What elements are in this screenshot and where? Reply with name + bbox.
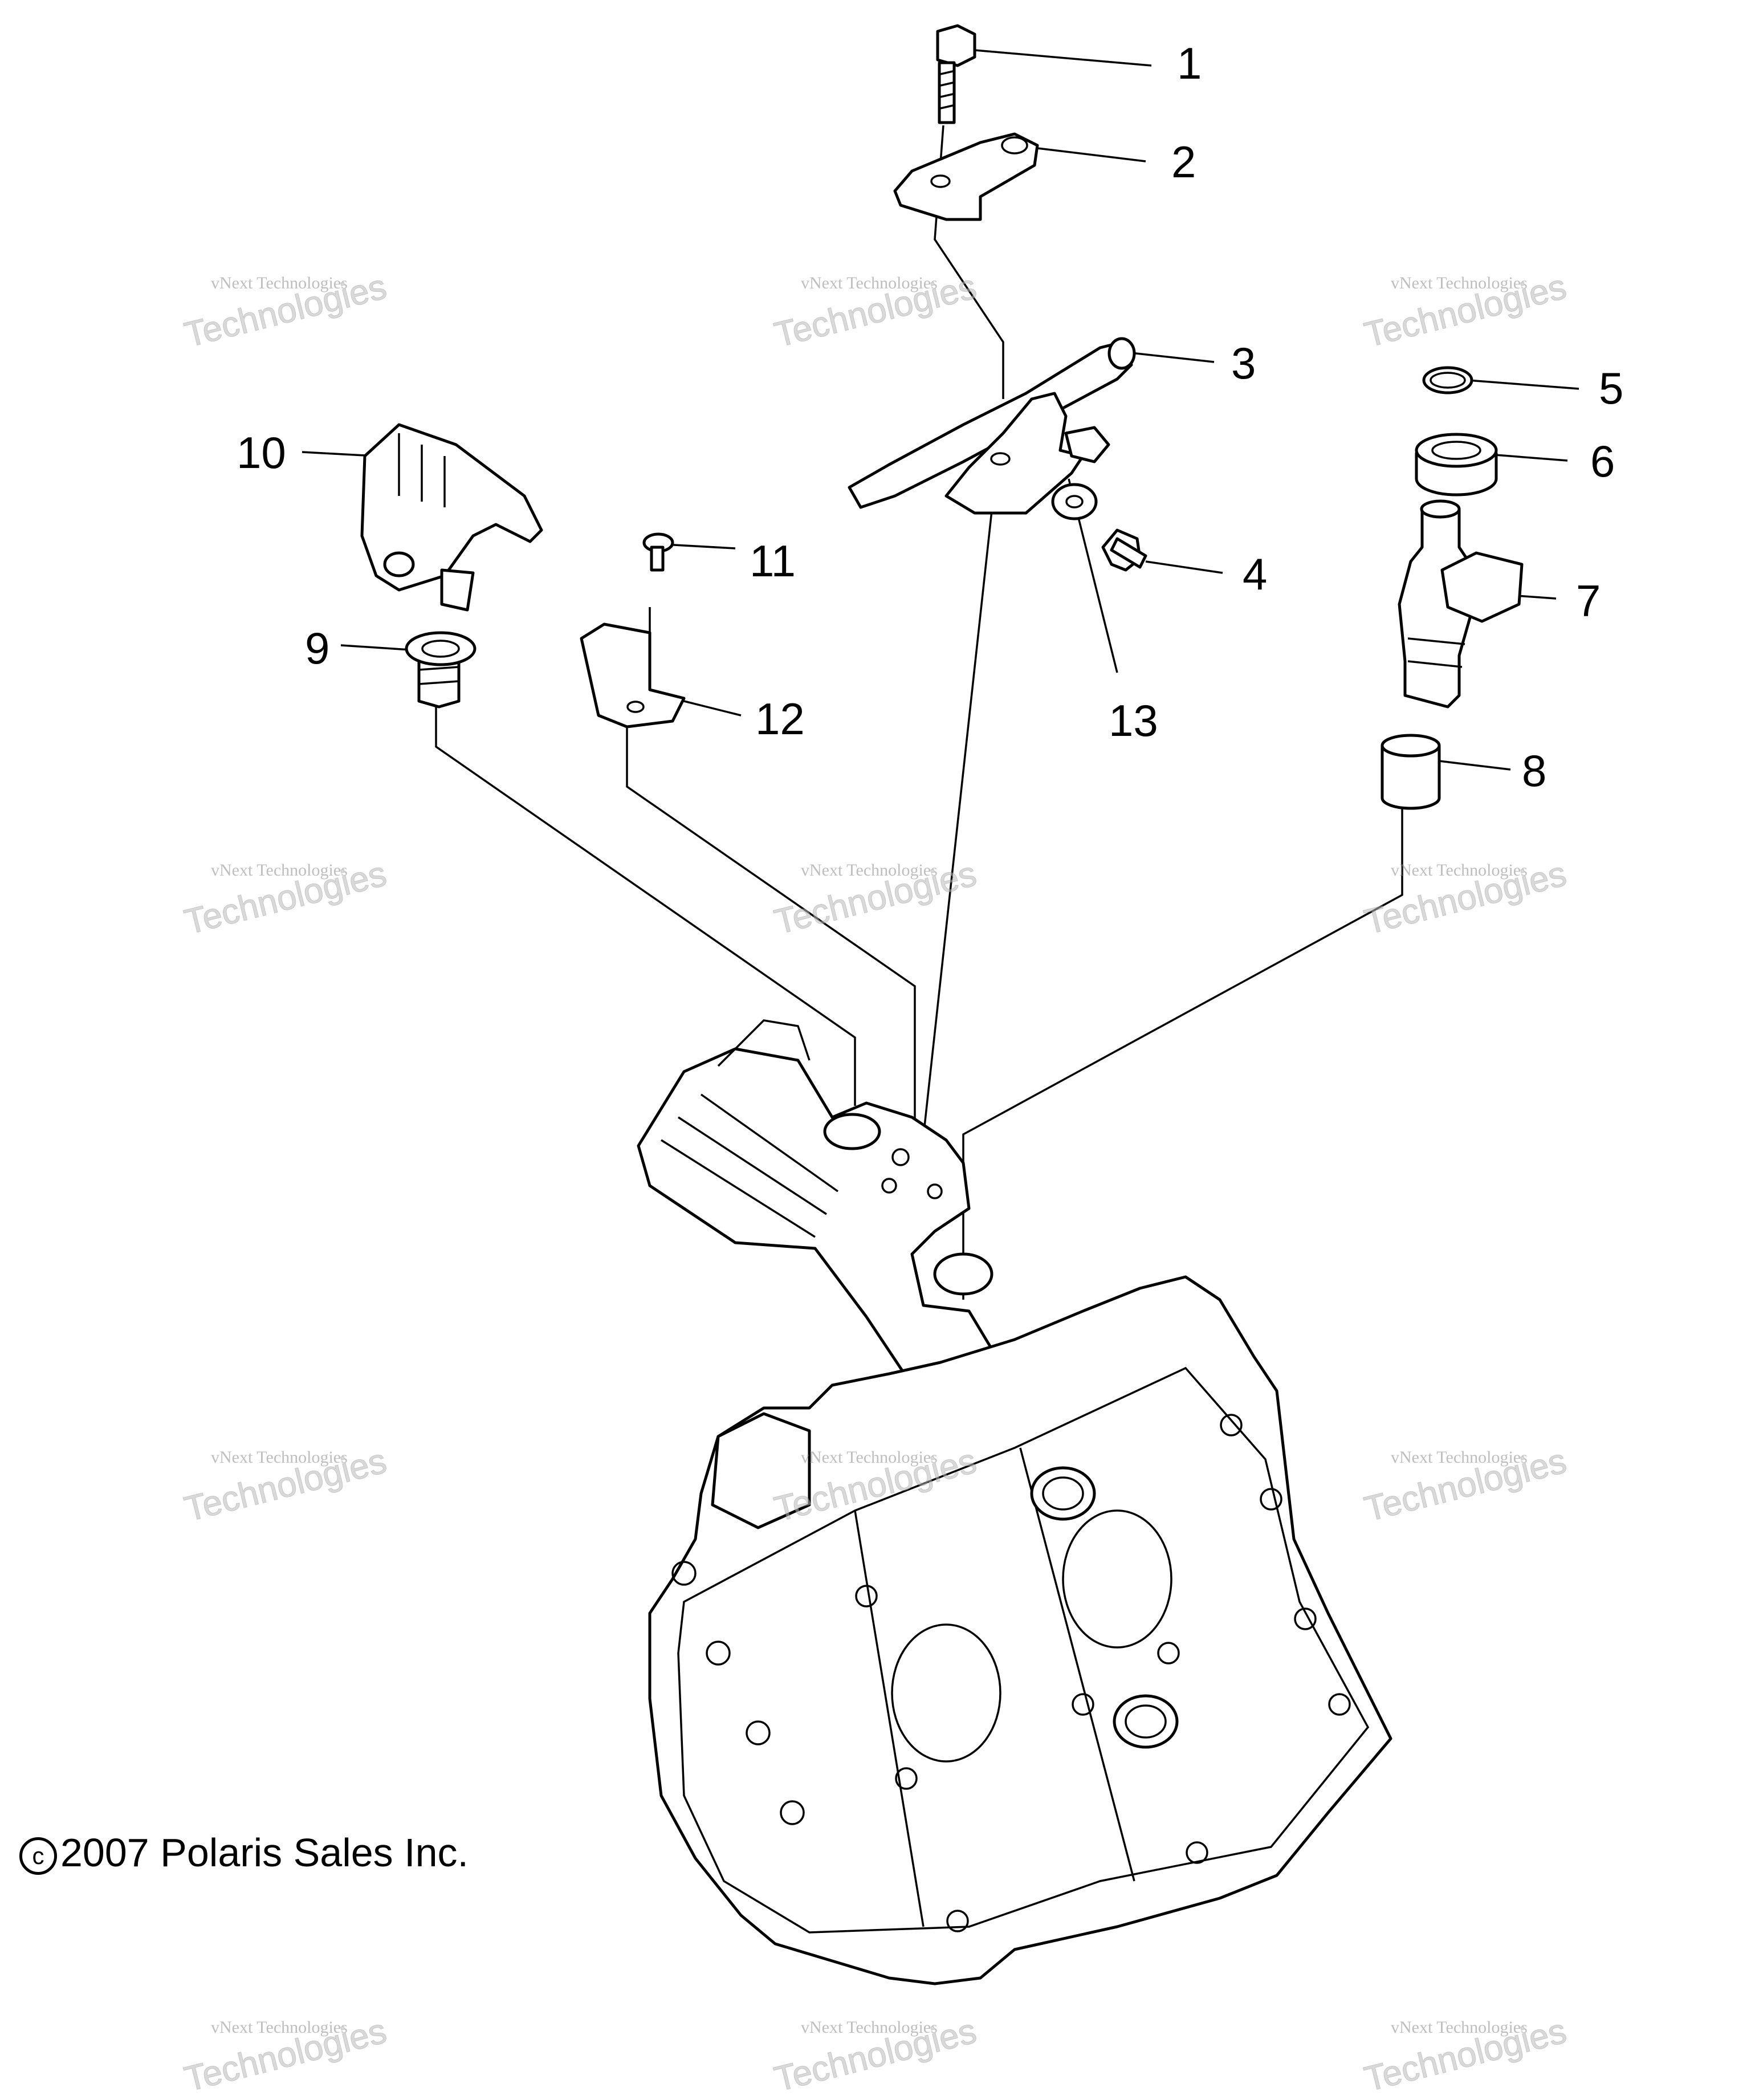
callout-6: 6 bbox=[1590, 436, 1615, 486]
callout-12: 12 bbox=[755, 694, 805, 744]
callout-1: 1 bbox=[1177, 38, 1202, 88]
callout-7: 7 bbox=[1576, 576, 1601, 626]
callout-8: 8 bbox=[1522, 746, 1547, 796]
callout-9: 9 bbox=[305, 623, 330, 673]
exploded-parts-diagram bbox=[302, 24, 1579, 1985]
part-3-fuel-rail bbox=[848, 337, 1136, 515]
part-7-fuel-injector bbox=[1398, 499, 1524, 709]
part-10-map-sensor bbox=[360, 423, 543, 612]
part-6-grommet bbox=[1415, 433, 1498, 496]
part-4-screw bbox=[1101, 528, 1147, 572]
part-8-spacer bbox=[1381, 734, 1441, 810]
part-1-bolt bbox=[936, 24, 976, 124]
part-13-washer bbox=[1051, 483, 1098, 520]
part-12-clip bbox=[580, 622, 686, 729]
part-2-bracket bbox=[893, 132, 1039, 221]
callout-4: 4 bbox=[1243, 549, 1268, 599]
callout-13: 13 bbox=[1109, 695, 1158, 746]
callout-3: 3 bbox=[1231, 338, 1256, 388]
part-5-o-ring bbox=[1422, 366, 1473, 394]
throttle-body bbox=[637, 1019, 1005, 1404]
callout-2: 2 bbox=[1171, 137, 1196, 187]
cylinder-head bbox=[648, 1275, 1392, 1985]
part-9-plug bbox=[405, 631, 477, 709]
callout-10: 10 bbox=[237, 428, 286, 478]
copyright-icon: c bbox=[19, 1837, 57, 1875]
callout-5: 5 bbox=[1599, 363, 1624, 413]
callout-11: 11 bbox=[750, 536, 796, 586]
part-11-screw bbox=[642, 532, 674, 572]
copyright-text: 2007 Polaris Sales Inc. bbox=[60, 1830, 469, 1875]
